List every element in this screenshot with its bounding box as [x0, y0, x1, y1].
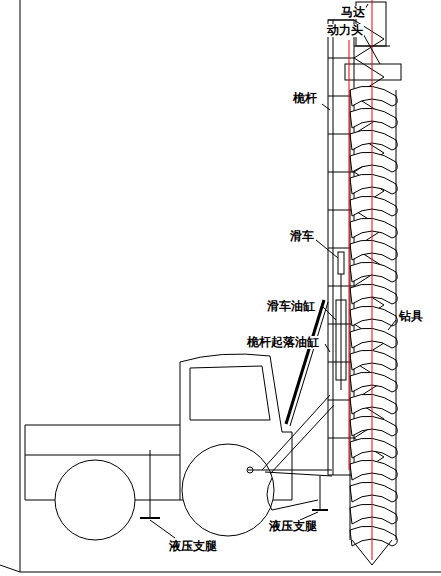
auger-flight: [350, 416, 397, 436]
auger-flight: [350, 350, 397, 370]
mast-lift-cylinder: [290, 302, 328, 426]
auger-edge: [396, 90, 397, 540]
auger-flight: [350, 262, 397, 282]
part-name: 桅杆: [292, 92, 318, 105]
leader-line: [150, 520, 175, 538]
auger-flight: [350, 218, 397, 238]
auger-centerline: [372, 0, 373, 560]
frame-line: [0, 565, 20, 572]
mast-brace: [270, 405, 334, 474]
truss-strut: [328, 58, 354, 59]
auger-flight: [350, 328, 397, 348]
auger-flight: [350, 460, 397, 480]
red-guide-line: [349, 40, 350, 470]
auger-flight: [350, 372, 397, 392]
auger-flight: [350, 130, 397, 150]
hydraulic-leg-foot: [140, 517, 160, 519]
part-name: 马达: [340, 6, 366, 19]
leader-line: [388, 320, 396, 330]
hydraulic-leg: [320, 476, 321, 510]
part-name: 液压支腿: [168, 540, 218, 553]
power-head: [345, 64, 401, 80]
part-name: 钻具: [398, 310, 424, 323]
mast-base: [248, 470, 332, 471]
front-wheel: [55, 460, 135, 540]
part-name: 动力头: [326, 24, 364, 37]
rear-support: [267, 478, 318, 510]
pivot: [247, 467, 253, 473]
auger-flight: [350, 108, 397, 128]
auger-flight: [350, 504, 397, 524]
auger-flight: [350, 174, 397, 194]
auger-flight: [350, 86, 397, 106]
auger-flight: [350, 152, 397, 172]
leader-line: [322, 306, 336, 320]
pulley-block: [338, 252, 344, 274]
hydraulic-leg: [150, 450, 151, 518]
auger-flight: [350, 526, 397, 546]
leader-line: [316, 240, 338, 258]
leader-line: [322, 104, 330, 110]
mast-lift-cylinder: [286, 300, 324, 424]
leader-line: [325, 344, 330, 352]
leader-line: [300, 512, 318, 520]
part-name: 滑车: [289, 230, 315, 243]
pulley-cylinder: [336, 300, 346, 380]
auger-flight: [350, 306, 397, 326]
auger-edge: [350, 90, 351, 540]
part-name: 滑车油缸: [266, 300, 316, 313]
auger-flight: [350, 284, 397, 304]
rear-wheel: [182, 444, 274, 536]
mast-base: [265, 472, 332, 476]
truss-strut: [328, 20, 354, 21]
truck-line: [180, 425, 181, 500]
truck-line: [25, 455, 180, 456]
hydraulic-leg-foot: [312, 509, 328, 511]
auger-flights: [350, 86, 397, 546]
auger-flight: [350, 394, 397, 414]
auger-flight: [350, 240, 397, 260]
pulley-cylinder: [341, 274, 342, 390]
leader-line: [362, 32, 380, 64]
frame-line: [20, 572, 441, 573]
part-name: 液压支腿: [268, 520, 318, 533]
auger-flight: [350, 482, 397, 502]
auger-flight: [350, 196, 397, 216]
auger-flight: [350, 438, 397, 458]
truck-window: [190, 366, 270, 420]
frame-line: [20, 0, 21, 572]
part-name: 桅杆起落油缸: [246, 336, 320, 349]
